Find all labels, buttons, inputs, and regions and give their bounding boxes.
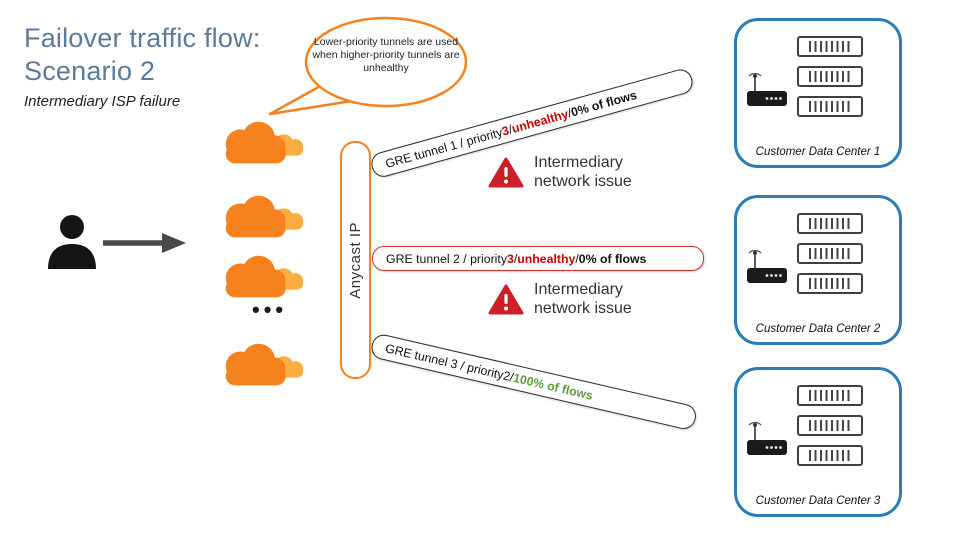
customer-data-center-2: Customer Data Center 2 xyxy=(734,195,902,345)
server-icon xyxy=(797,415,863,436)
tunnel-1-seg-0: GRE tunnel 1 / priority xyxy=(383,124,504,171)
tunnel-3-seg-0: GRE tunnel 3 / priority xyxy=(384,340,506,382)
router-icon xyxy=(746,421,788,456)
anycast-ip-label: Anycast IP xyxy=(347,221,364,299)
server-stack xyxy=(797,36,863,117)
gre-tunnel-3: GRE tunnel 3 / priority 2 / 100% of flow… xyxy=(369,332,699,432)
server-vents xyxy=(809,278,851,289)
server-icon xyxy=(797,36,863,57)
server-vents xyxy=(809,71,851,82)
router-icon xyxy=(746,249,788,284)
tunnel-2-flows: 0% of flows xyxy=(578,251,647,266)
server-vents xyxy=(809,420,851,431)
server-icon xyxy=(797,273,863,294)
cloudflare-cloud-icon xyxy=(225,343,304,386)
server-vents xyxy=(809,390,851,401)
server-vents xyxy=(809,218,851,229)
speech-bubble xyxy=(268,16,468,116)
gre-tunnel-2: GRE tunnel 2 / priority 3 / unhealthy / … xyxy=(372,246,704,271)
page-subtitle: Intermediary ISP failure xyxy=(24,93,181,110)
tunnel-2-status: unhealthy xyxy=(517,251,576,266)
server-vents xyxy=(809,101,851,112)
tunnel-2-seg-2: / xyxy=(513,251,518,266)
title-line-1: Failover traffic flow: xyxy=(24,23,261,53)
warning-text-2: Intermediary network issue xyxy=(534,281,632,317)
warning-text-1: Intermediary network issue xyxy=(534,154,632,190)
user-icon xyxy=(48,215,96,269)
ellipsis: ••• xyxy=(252,297,288,322)
server-icon xyxy=(797,445,863,466)
data-center-label: Customer Data Center 3 xyxy=(755,495,881,507)
customer-data-center-3: Customer Data Center 3 xyxy=(734,367,902,517)
server-icon xyxy=(797,66,863,87)
speech-bubble-text: Lower-priority tunnels are used when hig… xyxy=(312,36,460,74)
warning-triangle-icon xyxy=(488,284,524,315)
data-center-label: Customer Data Center 2 xyxy=(755,323,881,335)
tunnel-2-seg-4: / xyxy=(575,251,579,266)
tunnel-1-flows: 0% of flows xyxy=(569,87,639,119)
customer-data-center-1: Customer Data Center 1 xyxy=(734,18,902,168)
server-icon xyxy=(797,213,863,234)
cloudflare-cloud-icon xyxy=(225,121,304,164)
server-vents xyxy=(809,450,851,461)
server-icon xyxy=(797,96,863,117)
server-stack xyxy=(797,385,863,466)
server-vents xyxy=(809,248,851,259)
server-vents xyxy=(809,41,851,52)
server-icon xyxy=(797,385,863,406)
tunnel-2-priority: 3 xyxy=(506,251,514,266)
right-arrow-icon xyxy=(103,233,186,253)
tunnel-1-status: unhealthy xyxy=(510,106,570,136)
server-stack xyxy=(797,213,863,294)
router-icon xyxy=(746,72,788,107)
tunnel-3-flows: 100% of flows xyxy=(511,370,595,403)
warning-triangle-icon xyxy=(488,157,524,188)
page-title: Failover traffic flow: Scenario 2 xyxy=(24,22,260,88)
title-line-2: Scenario 2 xyxy=(24,56,156,86)
cloudflare-cloud-icon xyxy=(225,195,304,238)
anycast-ip-box: Anycast IP xyxy=(340,141,371,379)
tunnel-2-seg-0: GRE tunnel 2 / priority xyxy=(386,251,507,266)
data-center-label: Customer Data Center 1 xyxy=(755,146,881,158)
server-icon xyxy=(797,243,863,264)
